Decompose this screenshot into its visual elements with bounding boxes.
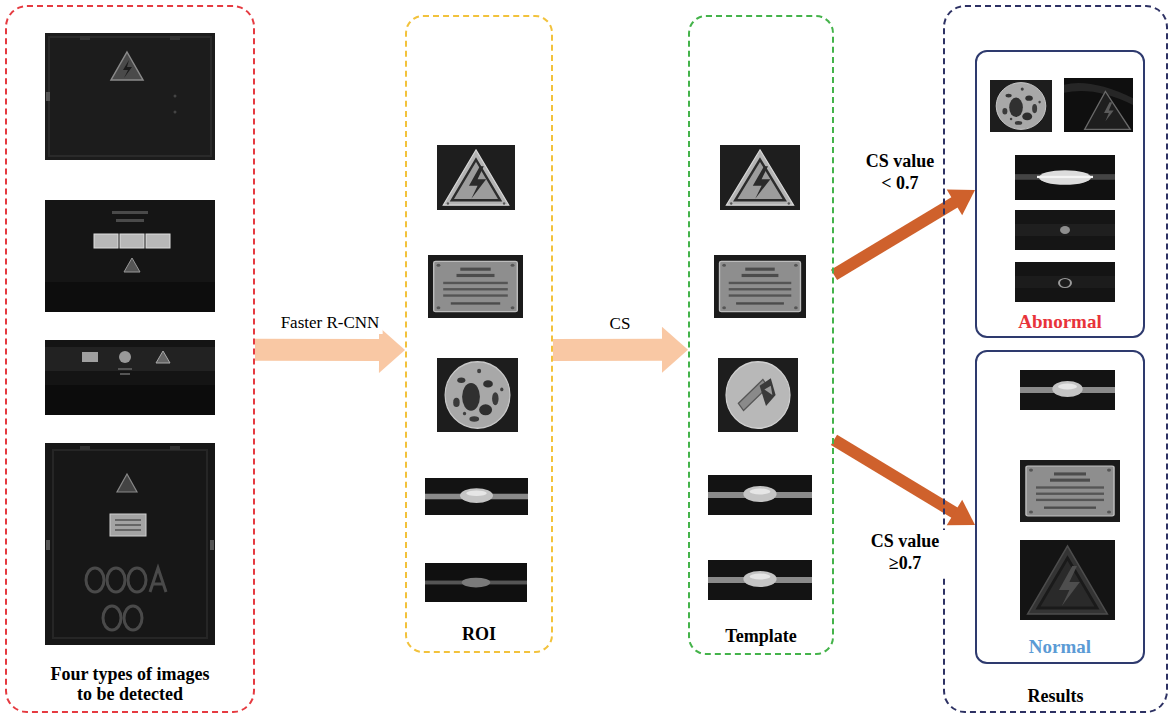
result-image [1015, 210, 1115, 250]
decision-arrow [834, 189, 975, 274]
group-caption: Four types of images to be detected [43, 664, 218, 705]
arrow-head [662, 327, 688, 373]
decision-arrow [834, 440, 975, 525]
arrow-shaft [255, 339, 380, 361]
template-image [720, 145, 800, 210]
template-group: Template [688, 15, 834, 655]
result-image [1020, 540, 1115, 620]
results-group: Results AbnormalNormal [943, 5, 1168, 713]
input-photo [45, 33, 215, 160]
result-image [1020, 460, 1120, 522]
roi-crop [437, 145, 515, 210]
arrow-head [947, 189, 975, 215]
abnormal-box: Abnormal [975, 50, 1145, 338]
template-image [718, 358, 798, 432]
group-caption: ROI [462, 624, 496, 645]
input-photo [45, 443, 215, 645]
template-image [714, 255, 806, 318]
result-image [1064, 78, 1133, 132]
group-caption: Template [725, 626, 796, 647]
edge-label: Faster R-CNN [278, 312, 383, 334]
result-image [990, 80, 1052, 132]
template-image [708, 560, 812, 600]
input-photo [45, 200, 215, 312]
result-image [1015, 155, 1115, 200]
normal-box: Normal [975, 350, 1145, 664]
roi-crop [425, 563, 527, 602]
roi-group: ROI [405, 15, 553, 653]
roi-crop [425, 478, 528, 515]
roi-crop [428, 255, 523, 318]
arrow-head [379, 327, 405, 373]
roi-crop [437, 358, 518, 432]
result-image [1020, 370, 1115, 410]
result-image [1015, 262, 1115, 302]
arrow-shaft [834, 440, 955, 513]
arrow-shaft [834, 202, 955, 275]
group-caption: Results [1027, 686, 1083, 707]
input-group: Four types of images to be detected [5, 5, 255, 713]
edge-label: CS value ≥0.7 [863, 530, 947, 575]
input-photo [45, 340, 215, 415]
group-caption: Normal [1029, 636, 1091, 658]
arrow-shaft [553, 339, 663, 361]
arrow-head [947, 500, 975, 526]
edge-label: CS value < 0.7 [858, 150, 942, 195]
template-image [708, 475, 812, 515]
edge-label: CS [607, 313, 634, 335]
group-caption: Abnormal [1018, 311, 1101, 333]
